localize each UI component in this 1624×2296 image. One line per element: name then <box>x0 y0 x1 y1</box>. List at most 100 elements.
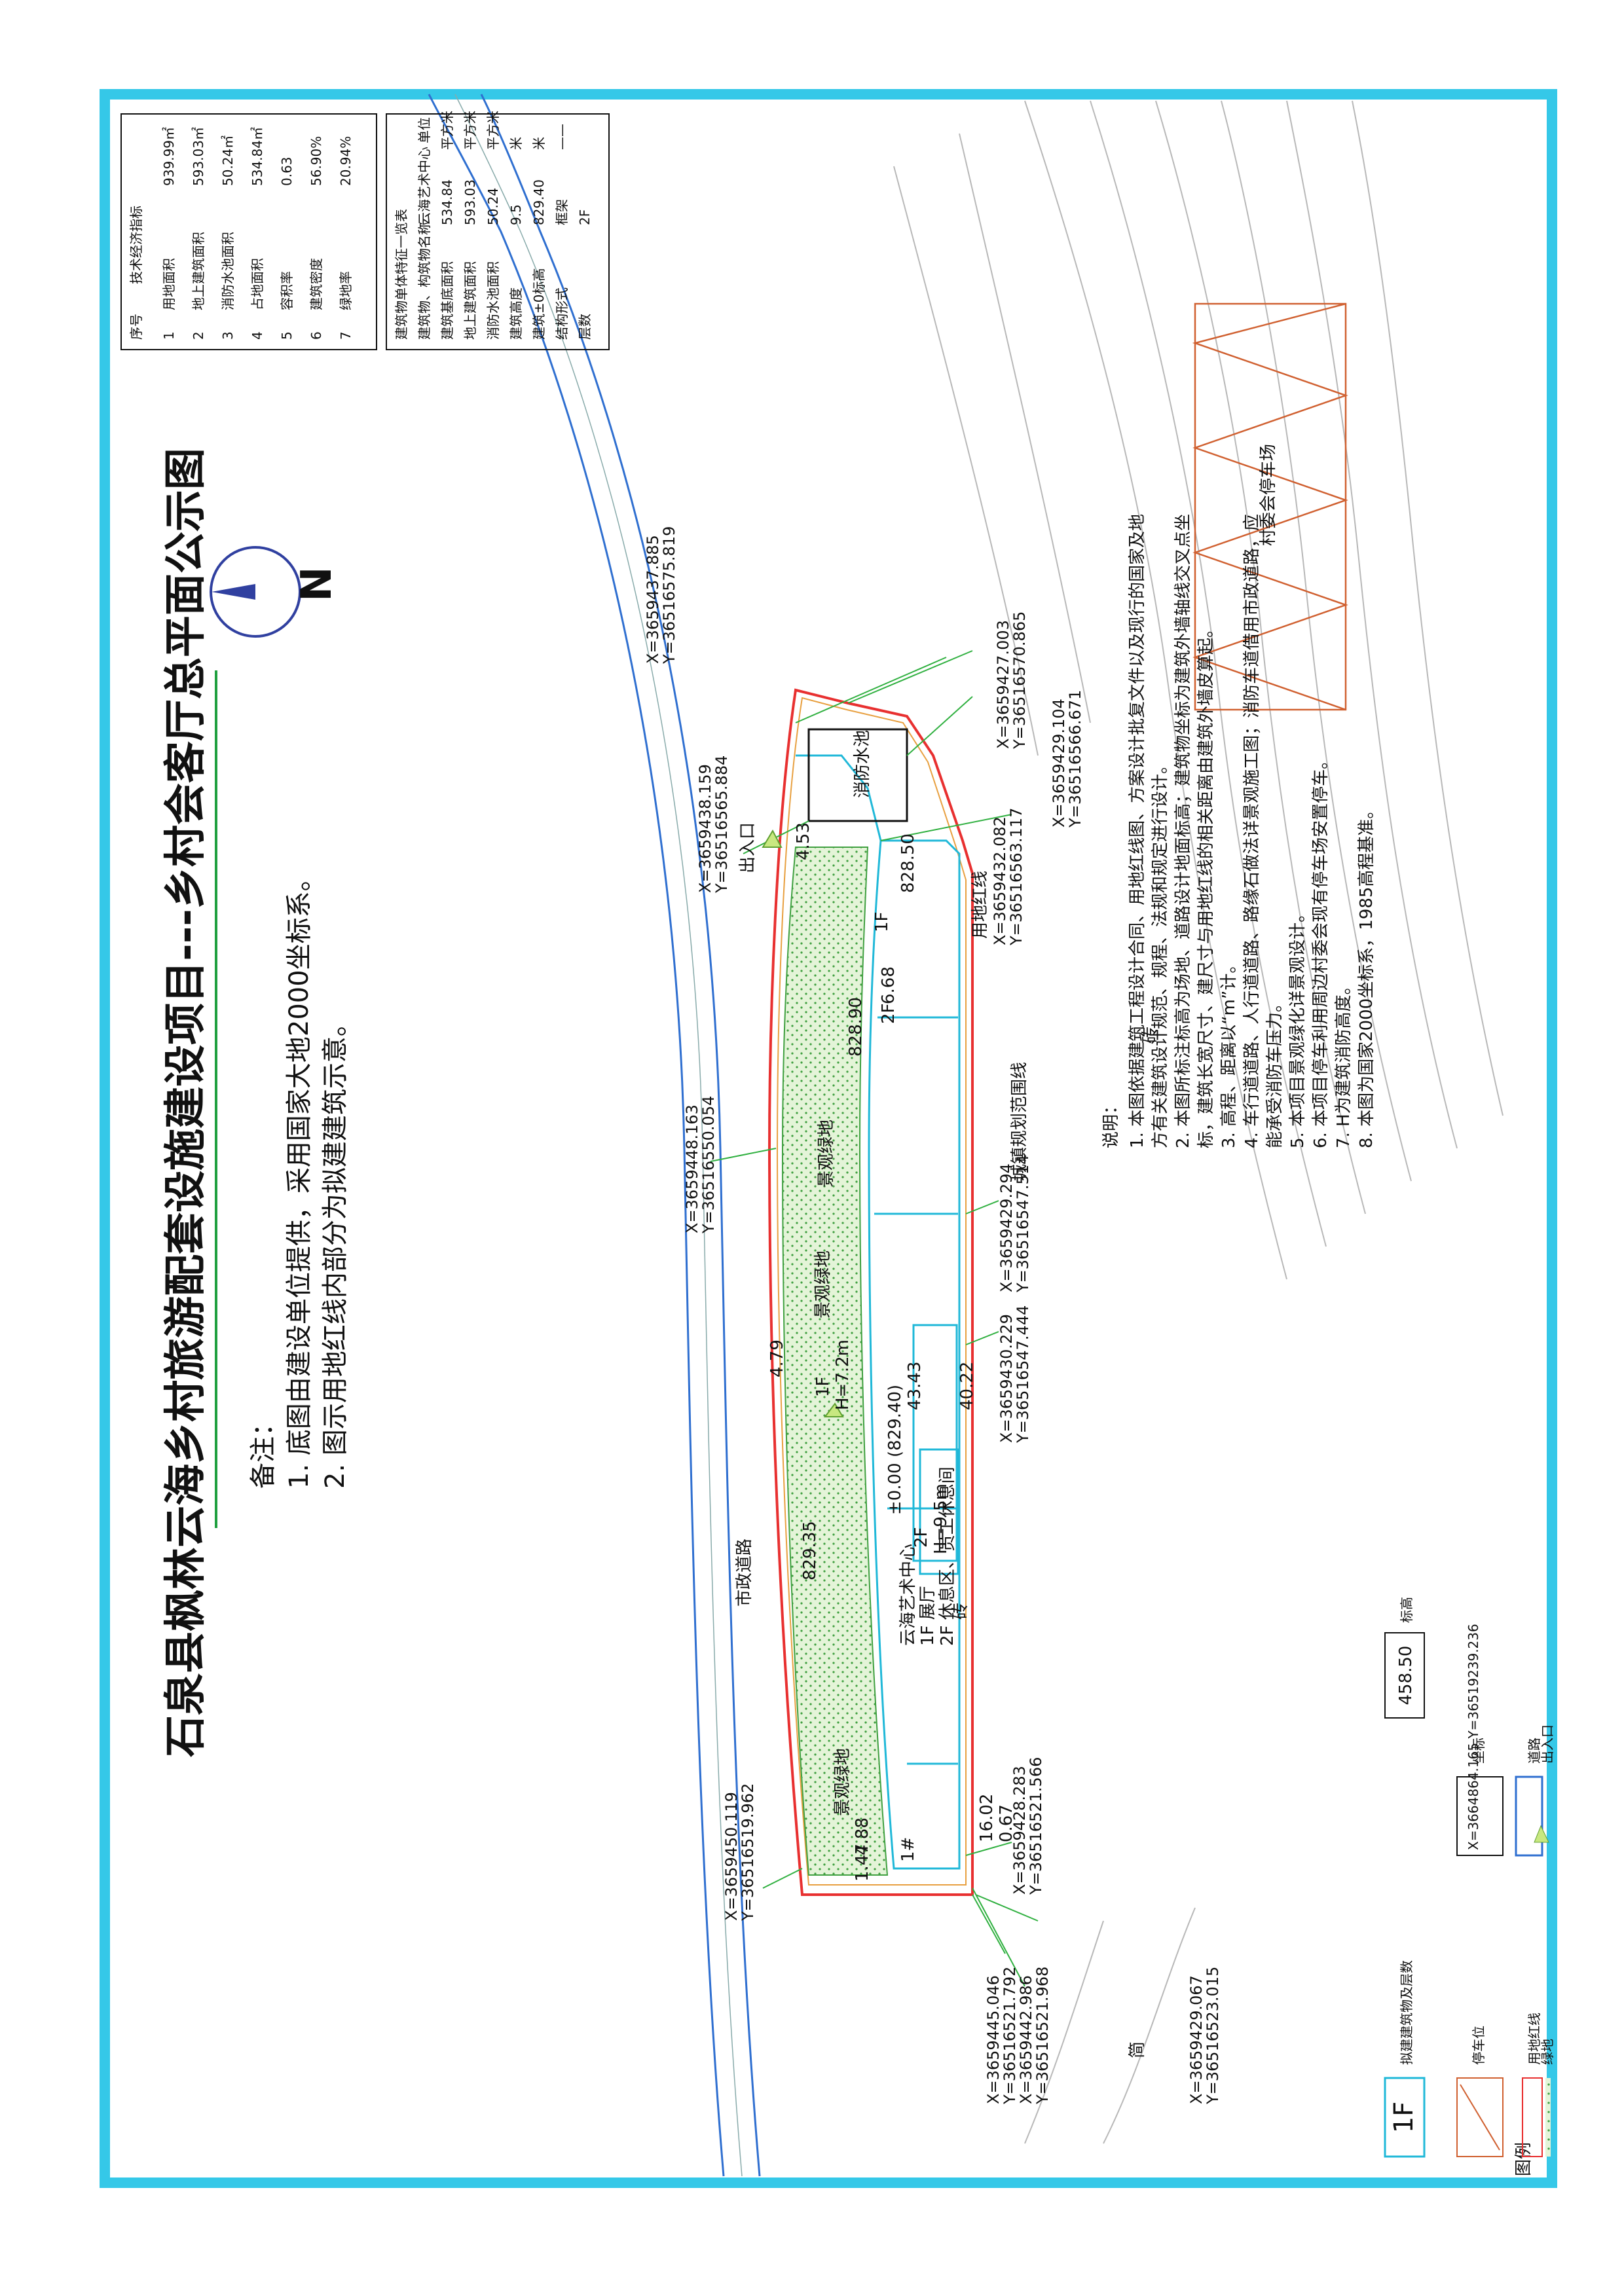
legend-entrance-label: 出入口 <box>1540 1724 1555 1764</box>
coord-y: Y=36516570.865 <box>1010 611 1029 749</box>
building-cell: 建筑基底面积 <box>439 261 455 340</box>
coord-y: Y=36516563.117 <box>1007 807 1025 945</box>
dim-40-22: 40.22 <box>957 1361 977 1410</box>
building-table-title: 建筑物单体特征一览表 <box>394 209 409 340</box>
tech-cell: 56.90% <box>308 136 324 185</box>
tech-cell: 5 <box>279 331 295 340</box>
coord-y: Y=36516550.054 <box>699 1095 718 1233</box>
drawing-sheet: N 石泉县枫林云海乡村旅游配套设施建设项目---乡村会客厅总平面公示图 备注： … <box>43 35 1581 2261</box>
building-cell: —— <box>554 124 570 150</box>
coord-x: X=3659450.119 <box>722 1792 741 1921</box>
coord-x: X=3659448.163 <box>683 1104 701 1233</box>
building-header: 单位 <box>416 117 432 143</box>
building-2f-block <box>919 1448 959 1575</box>
height-9-5: H=9.5m <box>931 1483 951 1554</box>
building-cell: 50.24 <box>485 187 501 225</box>
coord-x: X=3659432.082 <box>991 816 1009 945</box>
village-parking-lot <box>1192 302 1348 710</box>
site-red-line <box>767 688 974 1896</box>
building-header: 建筑物、构筑物名称 <box>416 222 432 340</box>
tech-cell: 绿地率 <box>338 271 354 310</box>
green-label-3: 景观绿地 <box>817 1119 836 1187</box>
notes-line: 2. 本图所标注标高为场地、道路设计地面标高；建筑物坐标为建筑外墙轴线交叉点坐 <box>1173 513 1193 1148</box>
building-cell: 平方米 <box>485 111 501 150</box>
coord-x: X=3659430.229 <box>997 1314 1016 1443</box>
green-label-1: 景观绿地 <box>833 1747 853 1815</box>
notes-line: 8. 本图为国家2000坐标系，1985高程基准。 <box>1357 801 1376 1148</box>
dim-43-43: 43.43 <box>905 1361 925 1410</box>
building-name: 云海艺术中心 <box>898 1543 918 1645</box>
coord-y: Y=36516547.514 <box>1014 1154 1032 1292</box>
coord-x: X=3659429.294 <box>997 1163 1016 1292</box>
tech-header-name: 技术经济指标 <box>128 206 144 284</box>
notes-line: 6. 本项目停车利用周边村委会现有停车场安置停车。 <box>1311 752 1331 1148</box>
building-floor-2: 2F 休息区、员工休息间 <box>938 1467 957 1646</box>
building-1-hash: 1# <box>898 1836 918 1861</box>
landscape-green-strip <box>781 846 889 1876</box>
road-label: 市政道路 <box>735 1538 754 1606</box>
tech-table: 序号 技术经济指标 1 用地面积 939.99㎡ 2 地上建筑面积 593.03… <box>120 113 377 350</box>
coord-y: Y=36516521.566 <box>1027 1757 1045 1895</box>
dim-6-68: 6.68 <box>879 966 898 1004</box>
floor-1f-b: 1F <box>872 911 892 932</box>
legend-title: 图例 <box>1514 2141 1534 2176</box>
entrance-label: 出入口 <box>738 822 758 873</box>
dim-4-88: 4.88 <box>853 1817 872 1855</box>
coord-x: X=3659437.885 <box>644 535 662 664</box>
building-cell: 米 <box>508 137 524 150</box>
dim-1-47: 1.47 <box>853 1844 872 1882</box>
floor-1f-a: 1F <box>813 1376 833 1397</box>
building-cell: 建筑高度 <box>508 287 524 340</box>
building-cell: 层数 <box>577 314 593 340</box>
building-cell: 米 <box>531 137 547 150</box>
coord-y: Y=36516521.968 <box>1033 1966 1052 2104</box>
north-label: N <box>293 566 341 602</box>
coord-x: X=3659442.986 <box>1017 1975 1035 2104</box>
tech-cell: 建筑密度 <box>308 258 324 310</box>
building-cell: 平方米 <box>462 111 478 150</box>
coord-x: X=3659429.067 <box>1187 1975 1206 2104</box>
simple-label: 简 <box>1128 2041 1147 2058</box>
tech-cell: 地上建筑面积 <box>191 232 206 310</box>
drawing-frame <box>100 88 1557 2188</box>
brick-label-2: 砖 <box>1141 1026 1160 1043</box>
building-cell: 建筑±0标高 <box>531 268 547 339</box>
notes-line: 3. 高程、距离以“m”计。 <box>1219 956 1239 1148</box>
building-cell: 2F <box>577 209 593 225</box>
tech-header-no: 序号 <box>128 314 144 340</box>
tech-cell: 50.24㎡ <box>220 135 236 185</box>
coord-y: Y=36516523.015 <box>1204 1966 1222 2104</box>
tech-cell: 4 <box>249 331 265 340</box>
coord-y: Y=36516519.962 <box>739 1783 757 1921</box>
legend-building-label: 拟建建筑物及层数 <box>1399 1960 1414 2065</box>
tech-cell: 1 <box>161 331 177 340</box>
coord-y: Y=36516565.884 <box>712 755 731 893</box>
dim-16-02: 16.02 <box>977 1793 997 1842</box>
contour-lines <box>893 100 1504 2143</box>
building-cell: 框架 <box>554 199 570 225</box>
building-cell: 829.40 <box>531 179 547 225</box>
tech-cell: 2 <box>191 331 206 340</box>
tech-cell: 容积率 <box>279 271 295 310</box>
elev-828-50: 828.50 <box>898 833 918 893</box>
remarks-line-2: 2. 图示用地红线内部分为拟建建筑示意。 <box>320 1010 350 1489</box>
building-table: 建筑物单体特征一览表 建筑物、构筑物名称 云海艺术中心 单位 建筑基底面积 53… <box>386 111 610 350</box>
drawing-title: 石泉县枫林云海乡村旅游配套设施建设项目---乡村会客厅总平面公示图 <box>162 448 210 1757</box>
coord-y: Y=36516575.819 <box>660 526 678 664</box>
building-cell: 地上建筑面积 <box>462 261 478 340</box>
notes-line: 方有关建筑设计规范、规程、法规和规定进行设计。 <box>1151 756 1170 1148</box>
notes-line: 4. 车行道道路、人行道道路、路缘石做法详景观施工图；消防车道借用市政道路，应 <box>1242 513 1262 1148</box>
building-floor-1: 1F 展厅 <box>918 1586 938 1646</box>
remarks-heading: 备注： <box>248 1410 278 1489</box>
elev-828-90: 828.90 <box>846 997 866 1057</box>
green-label-2: 景观绿地 <box>813 1250 833 1318</box>
tech-cell: 6 <box>308 331 324 340</box>
red-line-label: 用地红线 <box>970 870 990 938</box>
zero-level-label: ±0.00 (829.40) <box>885 1384 905 1514</box>
notes-heading: 说明： <box>1101 1097 1121 1148</box>
building-outline <box>796 754 961 1869</box>
notes-line: 5. 本项目景观绿化详景观设计。 <box>1288 905 1308 1148</box>
fire-pool-outline <box>807 728 908 822</box>
tech-cell: 占地面积 <box>249 258 265 310</box>
coord-y: Y=36516547.444 <box>1014 1305 1032 1443</box>
